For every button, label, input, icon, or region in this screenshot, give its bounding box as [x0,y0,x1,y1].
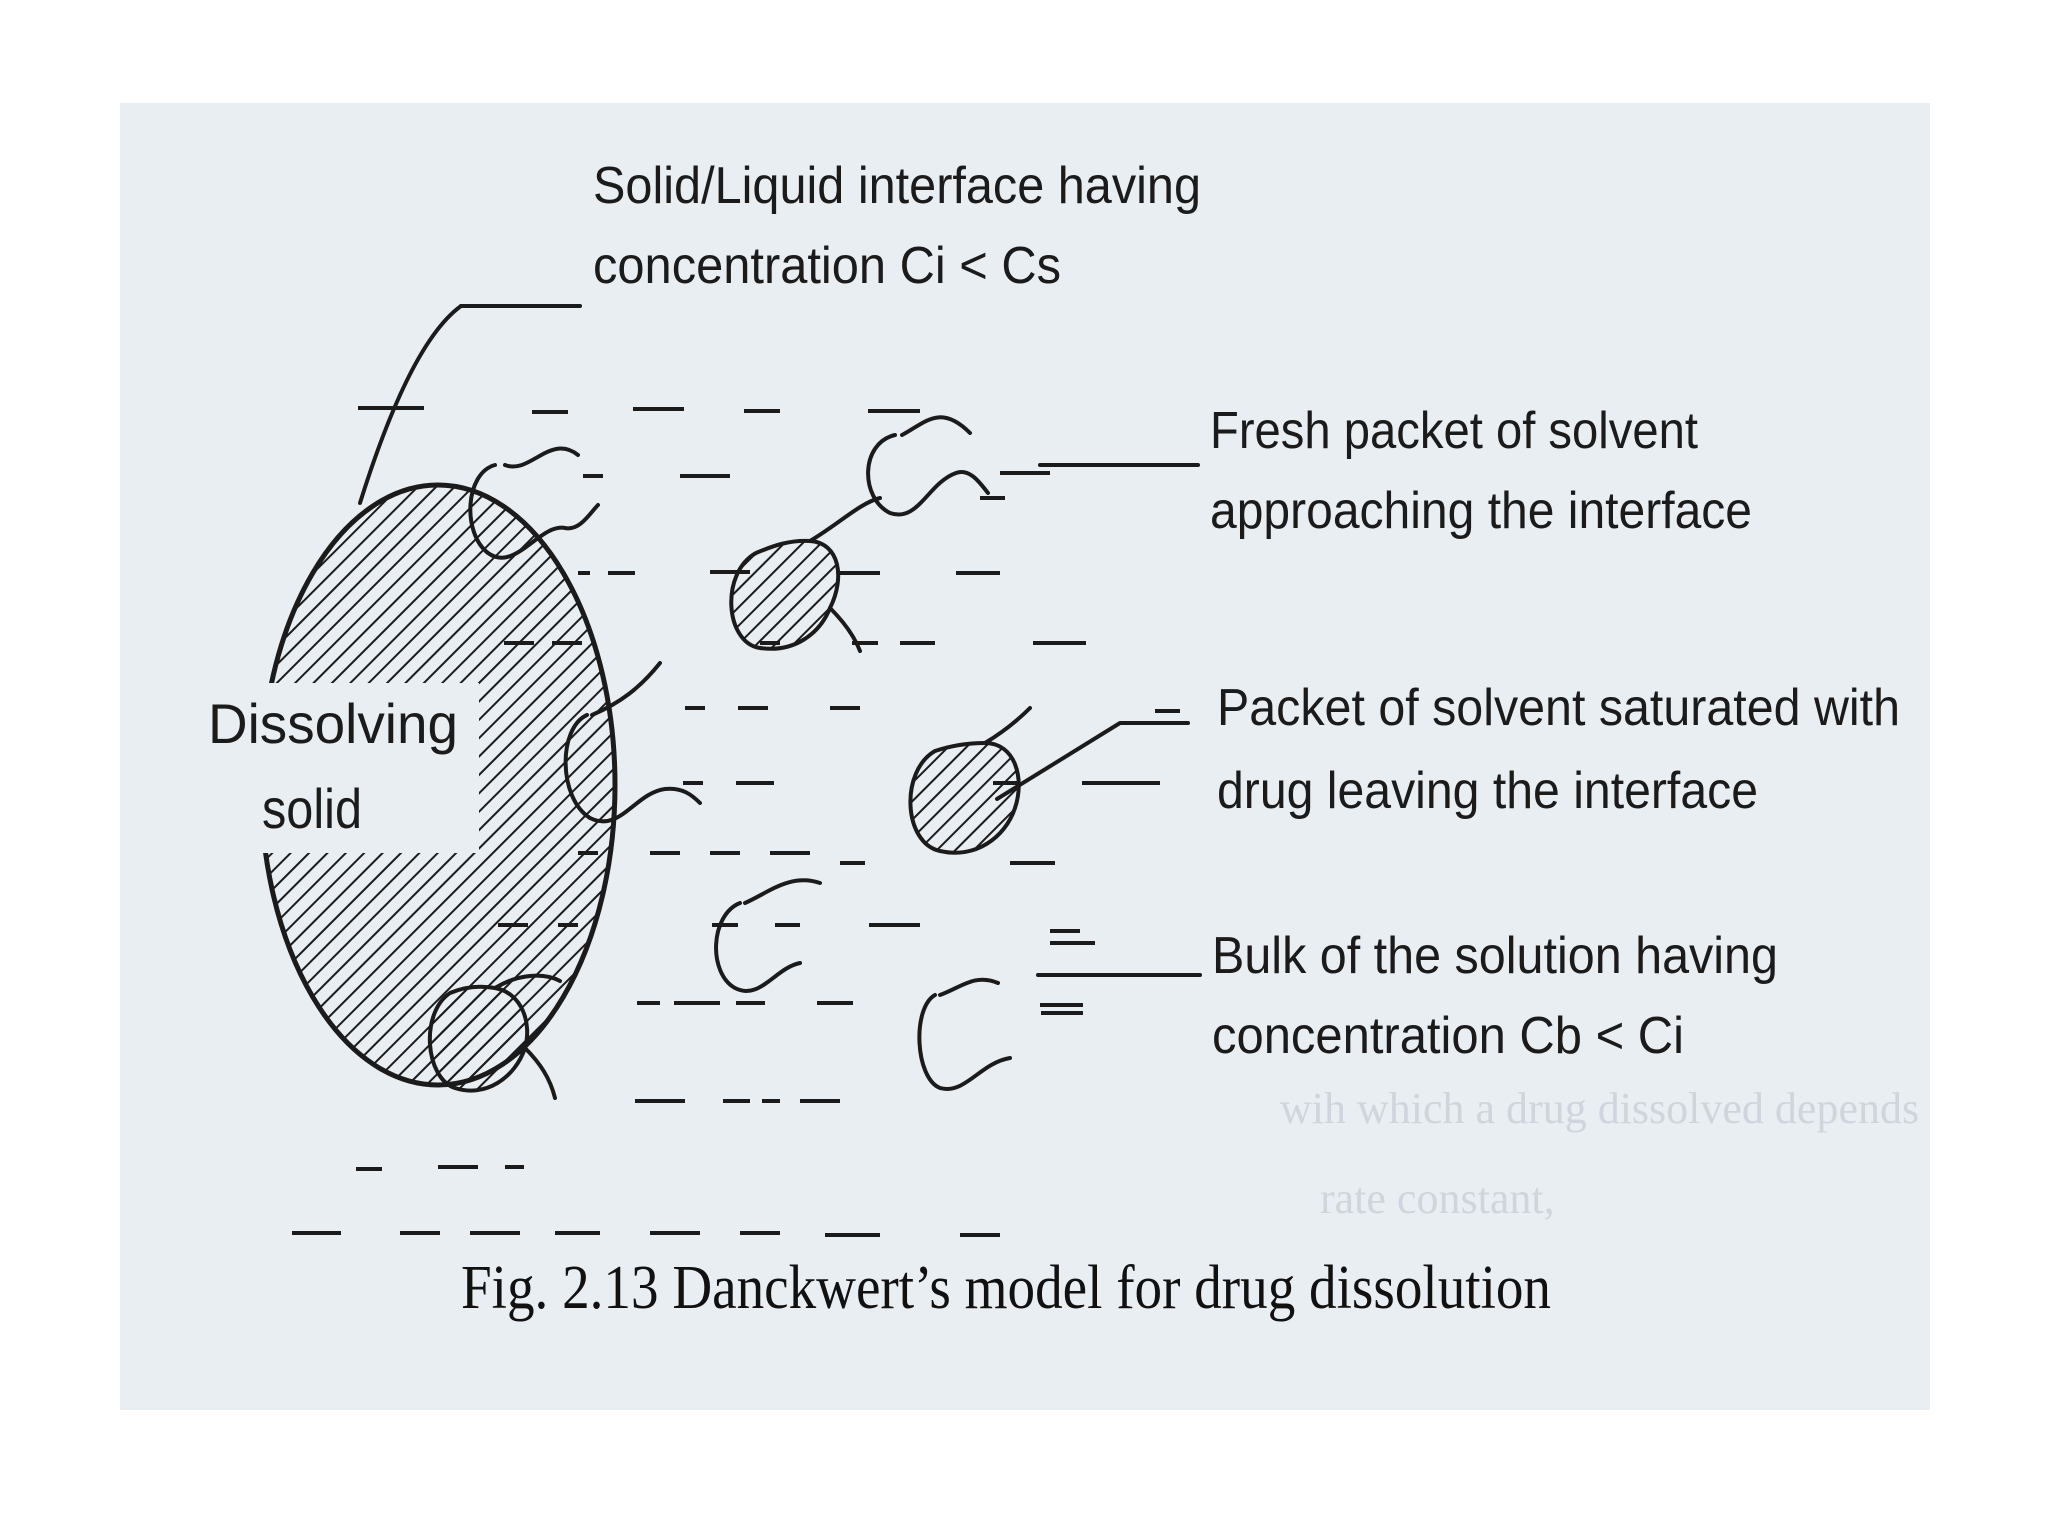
danckwert-model-diagram: wih which a drug dissolved depends on th… [197,157,1930,1322]
annotation-labels: Solid/Liquid interface having concentrat… [593,157,1900,1065]
fresh-packet [714,901,802,993]
saturated-packet-leader [995,721,1190,801]
fresh-packet-label-line-2: approaching the interface [1210,482,1752,540]
leader-lines [358,304,1202,977]
saturated-packet [729,538,841,651]
interface-leader-curve [358,304,463,505]
fresh-packet [866,433,990,517]
saturated-packet [908,740,1021,855]
fresh-packet [917,993,1012,1091]
fresh-packet-label-line-1: Fresh packet of solvent [1210,402,1698,460]
svg-text:wih which a drug dissolved dep: wih which a drug dissolved depends on th… [1280,1084,1930,1133]
interface-label-line-1: Solid/Liquid interface having [593,157,1201,215]
bulk-label-line-1: Bulk of the solution having [1212,927,1778,985]
saturated-packet [428,984,530,1093]
bleed-through-text: wih which a drug dissolved depends on th… [1280,1084,1930,1223]
bulk-label-line-2: concentration Cb < Ci [1212,1007,1684,1065]
fresh-packet [503,446,580,469]
fresh-packets [468,415,1012,1091]
fresh-packet [563,713,702,824]
fresh-packet [743,878,822,905]
fresh-packet [938,977,1000,997]
fresh-packet [590,661,662,717]
svg-text:rate constant,: rate constant, [1320,1174,1555,1223]
solid-label-line-2: solid [262,777,362,840]
saturated-packets [428,496,1032,1100]
interface-label-line-2: concentration Ci < Cs [593,237,1061,295]
fresh-packet [468,463,600,560]
scanned-page: wih which a drug dissolved depends on th… [120,103,1930,1410]
figure-caption: Fig. 2.13 Danckwert’s model for drug dis… [461,1254,1551,1322]
fresh-packet [900,415,972,437]
dissolving-solid: Dissolving solid [197,482,618,1088]
saturated-packet-label-line-1: Packet of solvent saturated with [1217,679,1900,737]
solid-label-line-1: Dissolving [208,692,458,755]
saturated-packet-label-line-2: drug leaving the interface [1217,762,1758,820]
